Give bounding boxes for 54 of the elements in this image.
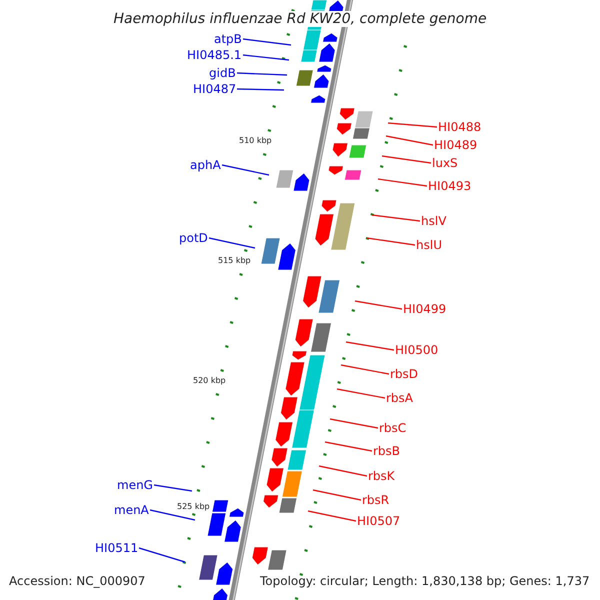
leader-line bbox=[336, 388, 386, 399]
leader-line bbox=[236, 88, 284, 91]
leader-line bbox=[330, 418, 378, 429]
gene-label: HI0500 bbox=[395, 344, 438, 356]
leader-line bbox=[378, 178, 428, 187]
gene-label: HI0493 bbox=[428, 180, 472, 192]
gene-label: HI0488 bbox=[438, 121, 482, 133]
gene-label: aphA bbox=[190, 159, 221, 171]
leader-line bbox=[208, 237, 256, 249]
leader-line bbox=[242, 38, 292, 46]
gene-label: HI0499 bbox=[403, 303, 446, 315]
gene-label: rbsB bbox=[373, 445, 400, 457]
gene-label: HI0511 bbox=[95, 542, 138, 554]
leader-line bbox=[154, 484, 192, 492]
leader-line bbox=[346, 341, 394, 351]
gene-label: HI0507 bbox=[357, 515, 400, 527]
gene-label: hslV bbox=[421, 215, 446, 227]
gene-label: rbsA bbox=[386, 392, 414, 404]
leader-line bbox=[318, 465, 368, 477]
leader-line bbox=[354, 300, 402, 310]
leader-line bbox=[388, 122, 438, 128]
leader-line bbox=[372, 214, 420, 222]
leader-line bbox=[366, 237, 416, 246]
scale-label: 520 kbp bbox=[193, 377, 226, 385]
leader-line bbox=[236, 72, 288, 76]
gene-label: potD bbox=[179, 232, 208, 244]
accession-text: Accession: NC_000907 bbox=[9, 575, 146, 587]
leader-line bbox=[308, 510, 356, 522]
gene-label: luxS bbox=[432, 157, 458, 169]
scale-label: 510 kbp bbox=[239, 137, 272, 145]
scale-label: 525 kbp bbox=[177, 503, 210, 511]
gene-label: HI0485.1 bbox=[187, 49, 242, 61]
scale-label: 515 kbp bbox=[218, 257, 251, 265]
genome-info-text: Topology: circular; Length: 1,830,138 bp; Genes: 1,737 bbox=[260, 575, 590, 587]
leader-line bbox=[150, 509, 196, 521]
gene-label: gidB bbox=[209, 67, 236, 79]
gene-label: rbsC bbox=[379, 422, 406, 434]
leader-line bbox=[138, 547, 186, 563]
leader-line bbox=[222, 164, 270, 176]
gene-label: HI0489 bbox=[434, 139, 478, 151]
leader-line bbox=[242, 54, 290, 61]
gene-label: hslU bbox=[416, 239, 442, 251]
leader-line bbox=[382, 155, 432, 164]
gene-label: atpB bbox=[214, 33, 242, 45]
gene-label: HI0487 bbox=[193, 83, 236, 95]
leader-line bbox=[386, 135, 434, 146]
leader-line bbox=[340, 364, 390, 375]
gene-label: rbsD bbox=[390, 368, 418, 380]
gene-label: menG bbox=[117, 479, 153, 491]
gene-label: rbsR bbox=[362, 494, 390, 506]
gene-label: menA bbox=[114, 504, 149, 516]
leader-line bbox=[312, 489, 362, 501]
leader-line bbox=[324, 441, 372, 452]
gene-label: rbsK bbox=[368, 470, 395, 482]
